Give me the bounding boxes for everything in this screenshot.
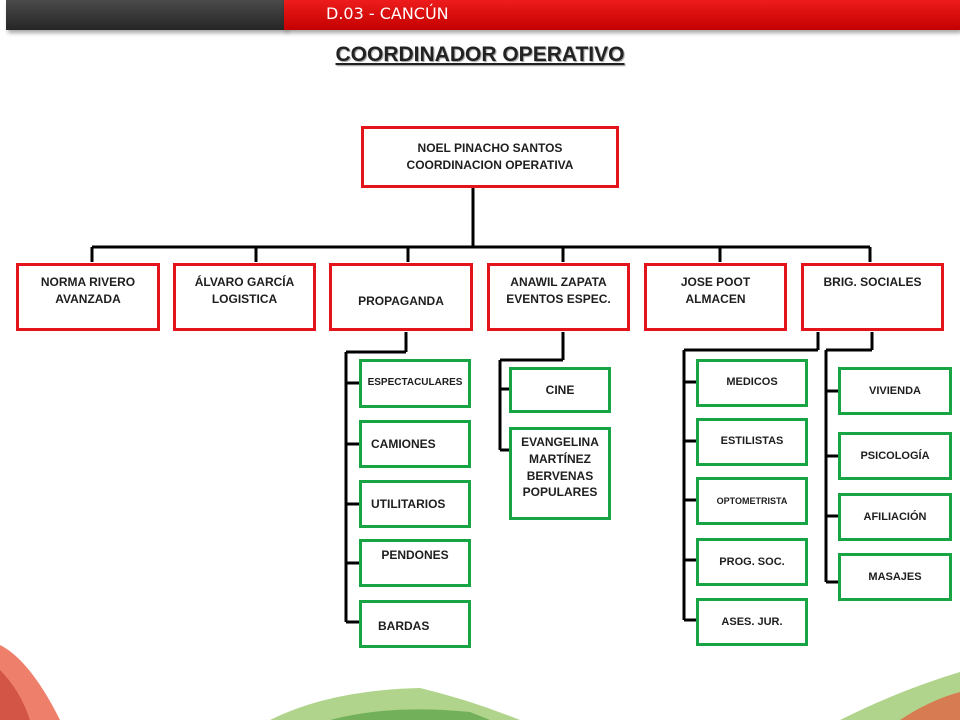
node-cine-label: CINE — [545, 383, 575, 397]
node-camiones: CAMIONES — [359, 420, 471, 468]
node-eventos-label: ANAWIL ZAPATA EVENTOS ESPEC. — [506, 275, 611, 306]
header-label: D.03 - CANCÚN — [326, 4, 449, 23]
node-brigadas-label: BRIG. SOCIALES — [823, 275, 922, 289]
node-almacen: JOSE POOT ALMACEN — [644, 263, 787, 331]
node-espectaculares-label: ESPECTACULARES — [367, 377, 463, 388]
node-almacen-label: JOSE POOT ALMACEN — [680, 275, 751, 306]
node-logistica: ÁLVARO GARCÍA LOGISTICA — [173, 263, 316, 331]
header-dark-band — [6, 0, 286, 30]
node-medicos-label: MEDICOS — [726, 376, 778, 388]
node-masajes-label: MASAJES — [868, 571, 922, 583]
node-medicos: MEDICOS — [696, 359, 808, 407]
node-masajes: MASAJES — [838, 553, 952, 601]
node-optometrista: OPTOMETRISTA — [696, 477, 808, 525]
node-logistica-label: ÁLVARO GARCÍA LOGISTICA — [194, 275, 295, 306]
node-avanzada-label: NORMA RIVERO AVANZADA — [40, 275, 136, 306]
node-ases-jur: ASES. JUR. — [696, 598, 808, 646]
node-prog-soc-label: PROG. SOC. — [719, 556, 785, 568]
node-propaganda: PROPAGANDA — [329, 263, 473, 331]
node-camiones-label: CAMIONES — [371, 437, 436, 451]
node-afiliacion-label: AFILIACIÓN — [863, 511, 927, 523]
node-estilistas: ESTILISTAS — [696, 418, 808, 466]
node-cine: CINE — [509, 367, 611, 413]
node-vivienda: VIVIENDA — [838, 367, 952, 415]
header-red-band — [284, 0, 960, 30]
node-avanzada: NORMA RIVERO AVANZADA — [16, 263, 160, 331]
node-coordinacion-operativa: NOEL PINACHO SANTOS COORDINACION OPERATI… — [361, 126, 619, 188]
node-espectaculares: ESPECTACULARES — [359, 359, 471, 408]
node-bervenas-label: EVANGELINA MARTÍNEZ BERVENAS POPULARES — [521, 435, 599, 500]
node-utilitarios-label: UTILITARIOS — [371, 497, 446, 511]
page-title: COORDINADOR OPERATIVO — [335, 43, 625, 66]
node-estilistas-label: ESTILISTAS — [720, 435, 784, 447]
node-afiliacion: AFILIACIÓN — [838, 493, 952, 541]
node-optometrista-label: OPTOMETRISTA — [716, 496, 788, 506]
node-brigadas-sociales: BRIG. SOCIALES — [801, 263, 944, 331]
node-ases-jur-label: ASES. JUR. — [721, 616, 783, 628]
node-vivienda-label: VIVIENDA — [869, 385, 921, 397]
node-bervenas-populares: EVANGELINA MARTÍNEZ BERVENAS POPULARES — [509, 427, 611, 520]
node-bardas: BARDAS — [359, 600, 471, 648]
node-utilitarios: UTILITARIOS — [359, 480, 471, 528]
node-psicologia-label: PSICOLOGÍA — [860, 450, 930, 462]
node-root-name: NOEL PINACHO SANTOS — [417, 141, 563, 155]
header-bar: D.03 - CANCÚN — [0, 0, 960, 30]
node-propaganda-label: PROPAGANDA — [358, 294, 444, 308]
node-prog-soc: PROG. SOC. — [696, 538, 808, 586]
node-pendones: PENDONES — [359, 539, 471, 587]
node-root-role: COORDINACION OPERATIVA — [406, 157, 574, 172]
node-eventos-especiales: ANAWIL ZAPATA EVENTOS ESPEC. — [487, 263, 630, 331]
node-psicologia: PSICOLOGÍA — [838, 432, 952, 480]
node-pendones-label: PENDONES — [381, 548, 449, 562]
node-bardas-label: BARDAS — [378, 619, 430, 633]
